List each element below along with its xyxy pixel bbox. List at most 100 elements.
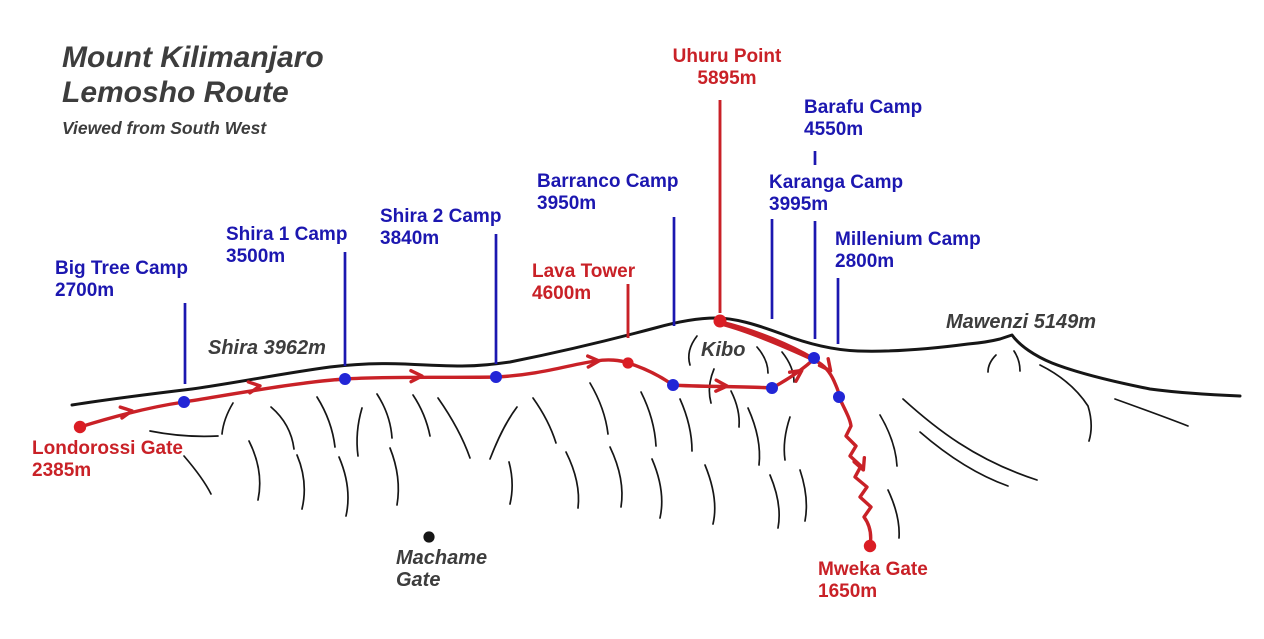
waypoint-name: Londorossi Gate xyxy=(32,438,183,459)
trekking-route xyxy=(78,320,873,548)
waypoint-elevation: 3950m xyxy=(537,192,597,214)
waypoint-name: Shira 2 Camp xyxy=(380,206,502,227)
route-arrows xyxy=(118,354,867,472)
waypoint-elevation: 2385m xyxy=(32,459,92,481)
terrain-name: Mawenzi 5149m xyxy=(946,311,1097,333)
dot-uhuru-point xyxy=(713,314,727,328)
texture-stroke xyxy=(783,416,791,461)
route-arrow xyxy=(246,380,262,395)
texture-stroke xyxy=(879,414,898,467)
route-arrow xyxy=(714,378,729,393)
texture-stroke xyxy=(1039,364,1092,442)
route-arrow xyxy=(409,368,424,384)
title-line-2: Lemosho Route xyxy=(62,76,289,109)
texture-stroke xyxy=(1013,350,1021,372)
label-lava-tower: Lava Tower 4600m xyxy=(532,261,635,304)
waypoint-name: Gate xyxy=(396,568,441,591)
label-millenium-camp: Millenium Camp 2800m xyxy=(835,229,981,272)
dot-karanga-camp xyxy=(766,382,778,394)
route-arrow xyxy=(118,405,134,420)
label-big-tree-camp: Big Tree Camp 2700m xyxy=(55,258,188,301)
dot-londorossi-gate xyxy=(73,420,87,434)
dot-lava-tower xyxy=(622,357,634,369)
texture-stroke xyxy=(640,391,657,447)
diagram-subtitle: Viewed from South West xyxy=(62,118,267,138)
label-uhuru-point: Uhuru Point 5895m xyxy=(647,46,807,89)
mountain-profile-line xyxy=(70,316,1242,407)
texture-stroke xyxy=(887,489,900,539)
dot-millenium-camp xyxy=(833,391,845,403)
terrain-name: Shira 3962m xyxy=(208,337,326,359)
waypoint-name: Big Tree Camp xyxy=(55,258,189,279)
waypoint-elevation: 2800m xyxy=(835,250,895,272)
waypoint-name: Barafu Camp xyxy=(804,97,923,118)
texture-stroke xyxy=(565,451,580,509)
waypoint-dots xyxy=(73,314,877,553)
label-mweka-gate: Mweka Gate 1650m xyxy=(818,559,928,602)
texture-stroke xyxy=(270,406,295,450)
texture-stroke xyxy=(987,354,997,373)
texture-stroke xyxy=(149,430,219,438)
waypoint-name: Uhuru Point xyxy=(672,46,782,67)
texture-stroke xyxy=(651,458,663,519)
texture-stroke xyxy=(704,464,716,525)
texture-stroke xyxy=(316,396,336,448)
label-shira2-camp: Shira 2 Camp 3840m xyxy=(380,206,501,249)
waypoint-elevation: 2700m xyxy=(55,279,115,301)
texture-stroke xyxy=(679,398,693,452)
waypoint-name: Mweka Gate xyxy=(818,559,928,580)
texture-stroke xyxy=(183,455,212,495)
texture-stroke xyxy=(356,407,363,457)
texture-stroke xyxy=(221,402,234,435)
texture-stroke xyxy=(589,382,609,435)
label-barranco-camp: Barranco Camp 3950m xyxy=(537,171,679,214)
route-arrow xyxy=(787,368,804,383)
label-machame-gate: Machame Gate xyxy=(396,547,488,591)
camp-leader-lines xyxy=(183,151,840,384)
texture-stroke xyxy=(248,440,261,501)
waypoint-elevation: 3500m xyxy=(226,245,286,267)
texture-stroke xyxy=(376,393,393,439)
diagram-title: Mount Kilimanjaro Lemosho Route Viewed f… xyxy=(62,40,324,138)
waypoint-name: Lava Tower xyxy=(532,261,636,282)
dot-mweka-gate xyxy=(863,539,877,553)
summit-leader-lines xyxy=(626,100,722,338)
texture-stroke xyxy=(338,456,349,517)
label-londorossi-gate: Londorossi Gate 2385m xyxy=(32,438,183,481)
terrain-name: Kibo xyxy=(701,339,746,361)
label-shira-plateau: Shira 3962m xyxy=(208,337,326,360)
route-arrow xyxy=(586,354,601,369)
texture-stroke xyxy=(919,431,1009,487)
dot-barafu-camp xyxy=(808,352,820,364)
label-barafu-camp: Barafu Camp 4550m xyxy=(804,97,922,140)
waypoint-name: Millenium Camp xyxy=(835,229,981,250)
title-line-1: Mount Kilimanjaro xyxy=(62,41,324,74)
waypoint-elevation: 3840m xyxy=(380,227,440,249)
texture-stroke xyxy=(532,397,557,444)
texture-stroke xyxy=(687,335,698,366)
label-kibo: Kibo xyxy=(701,339,746,362)
texture-stroke xyxy=(489,406,518,460)
dot-big-tree-camp xyxy=(178,396,190,408)
waypoint-name: Machame xyxy=(396,547,488,569)
waypoint-name: Shira 1 Camp xyxy=(226,224,348,245)
dot-shira1-camp xyxy=(339,373,351,385)
label-shira1-camp: Shira 1 Camp 3500m xyxy=(226,224,347,267)
waypoint-elevation: 5895m xyxy=(697,67,757,89)
texture-stroke xyxy=(799,469,808,522)
texture-stroke xyxy=(730,390,741,428)
texture-stroke xyxy=(756,346,769,374)
texture-stroke xyxy=(609,446,623,508)
waypoint-elevation: 4600m xyxy=(532,282,592,304)
dot-barranco-camp xyxy=(667,379,679,391)
waypoint-elevation: 4550m xyxy=(804,118,864,140)
waypoint-name: Barranco Camp xyxy=(537,171,679,192)
waypoint-elevation: 3995m xyxy=(769,193,829,215)
waypoint-name: Karanga Camp xyxy=(769,172,904,193)
route-arrow xyxy=(817,357,833,373)
route-arrow xyxy=(852,455,867,472)
texture-stroke xyxy=(1114,398,1189,427)
texture-stroke xyxy=(781,351,795,383)
